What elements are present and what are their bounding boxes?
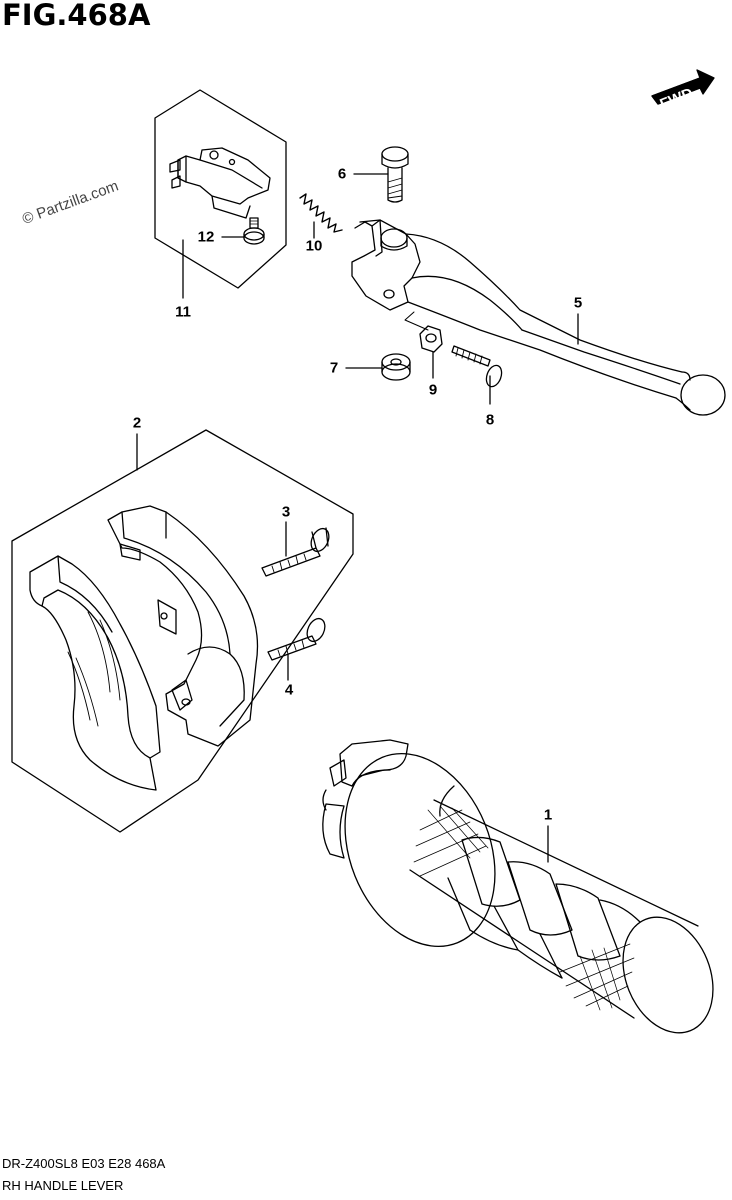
screw-12 [243,217,265,245]
screw-4 [267,617,326,681]
callout-12: 12 [197,228,215,246]
callout-5: 5 [573,294,583,312]
callout-7: 7 [329,359,339,377]
callout-3: 3 [281,503,291,521]
screw-3 [261,521,330,577]
model-code: DR-Z400SL8 E03 E28 468A [2,1156,166,1171]
callout-8: 8 [485,411,495,429]
washer-7 [345,353,411,381]
fwd-arrow-icon: FWD [651,69,715,114]
handle-grip-1 [322,739,714,1034]
figure-title: FIG.468A [2,0,151,32]
leader-lever-nut [404,311,429,331]
bolt-8 [451,345,503,405]
brake-lever-5 [351,219,726,416]
fwd-label: FWD [658,85,696,114]
callout-6: 6 [337,165,347,183]
callout-4: 4 [284,681,294,699]
switch-assembly-group [154,89,287,299]
spring-10 [299,193,343,239]
callout-2: 2 [132,414,142,432]
callout-1: 1 [543,806,553,824]
callout-10: 10 [305,237,323,255]
clamp-group-2 [11,429,354,833]
pivot-bolt-6 [353,146,409,203]
section-name: RH HANDLE LEVER [2,1178,124,1193]
nut-9 [419,325,443,379]
callout-11: 11 [175,303,191,321]
callout-9: 9 [428,381,438,399]
